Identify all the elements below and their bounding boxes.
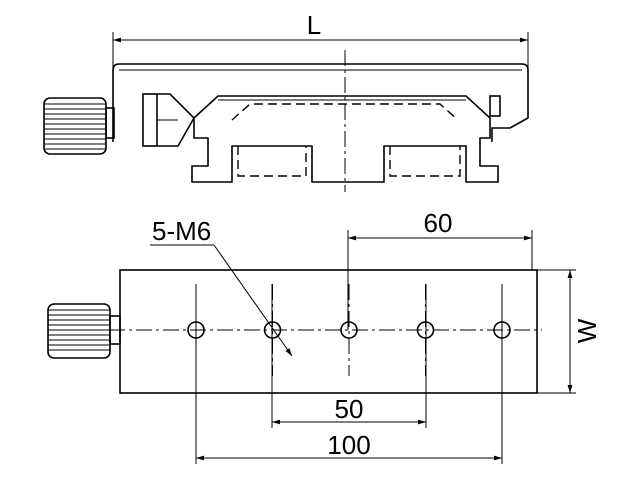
hidden-lower-right — [389, 146, 461, 177]
dim-100-label: 100 — [327, 430, 370, 460]
clamp-jaw-diag — [169, 93, 195, 119]
hidden-dovetail — [231, 103, 459, 121]
width-label: W — [572, 318, 602, 343]
hidden-lower-left — [237, 146, 307, 177]
hole-callout-label: 5-M6 — [152, 216, 211, 246]
length-label: L — [307, 10, 321, 40]
front-view: L — [43, 10, 529, 192]
front-knob-icon — [43, 97, 107, 155]
dim-50-label: 50 — [335, 394, 364, 424]
front-body-outline — [112, 63, 529, 142]
dovetail-slide — [191, 95, 499, 183]
top-view: W 5-M6 60 50 100 — [47, 208, 602, 464]
top-plate — [119, 269, 538, 394]
mounting-hole-thread-arc — [417, 321, 426, 331]
top-knob-icon — [47, 303, 111, 359]
clamp-block — [142, 93, 158, 147]
dim-60-label: 60 — [424, 208, 453, 238]
mounting-hole-thread-arc — [493, 321, 503, 331]
hole-callout-leader — [213, 244, 293, 357]
right-rail — [489, 95, 501, 117]
mounting-hole-thread-arc — [187, 321, 197, 331]
